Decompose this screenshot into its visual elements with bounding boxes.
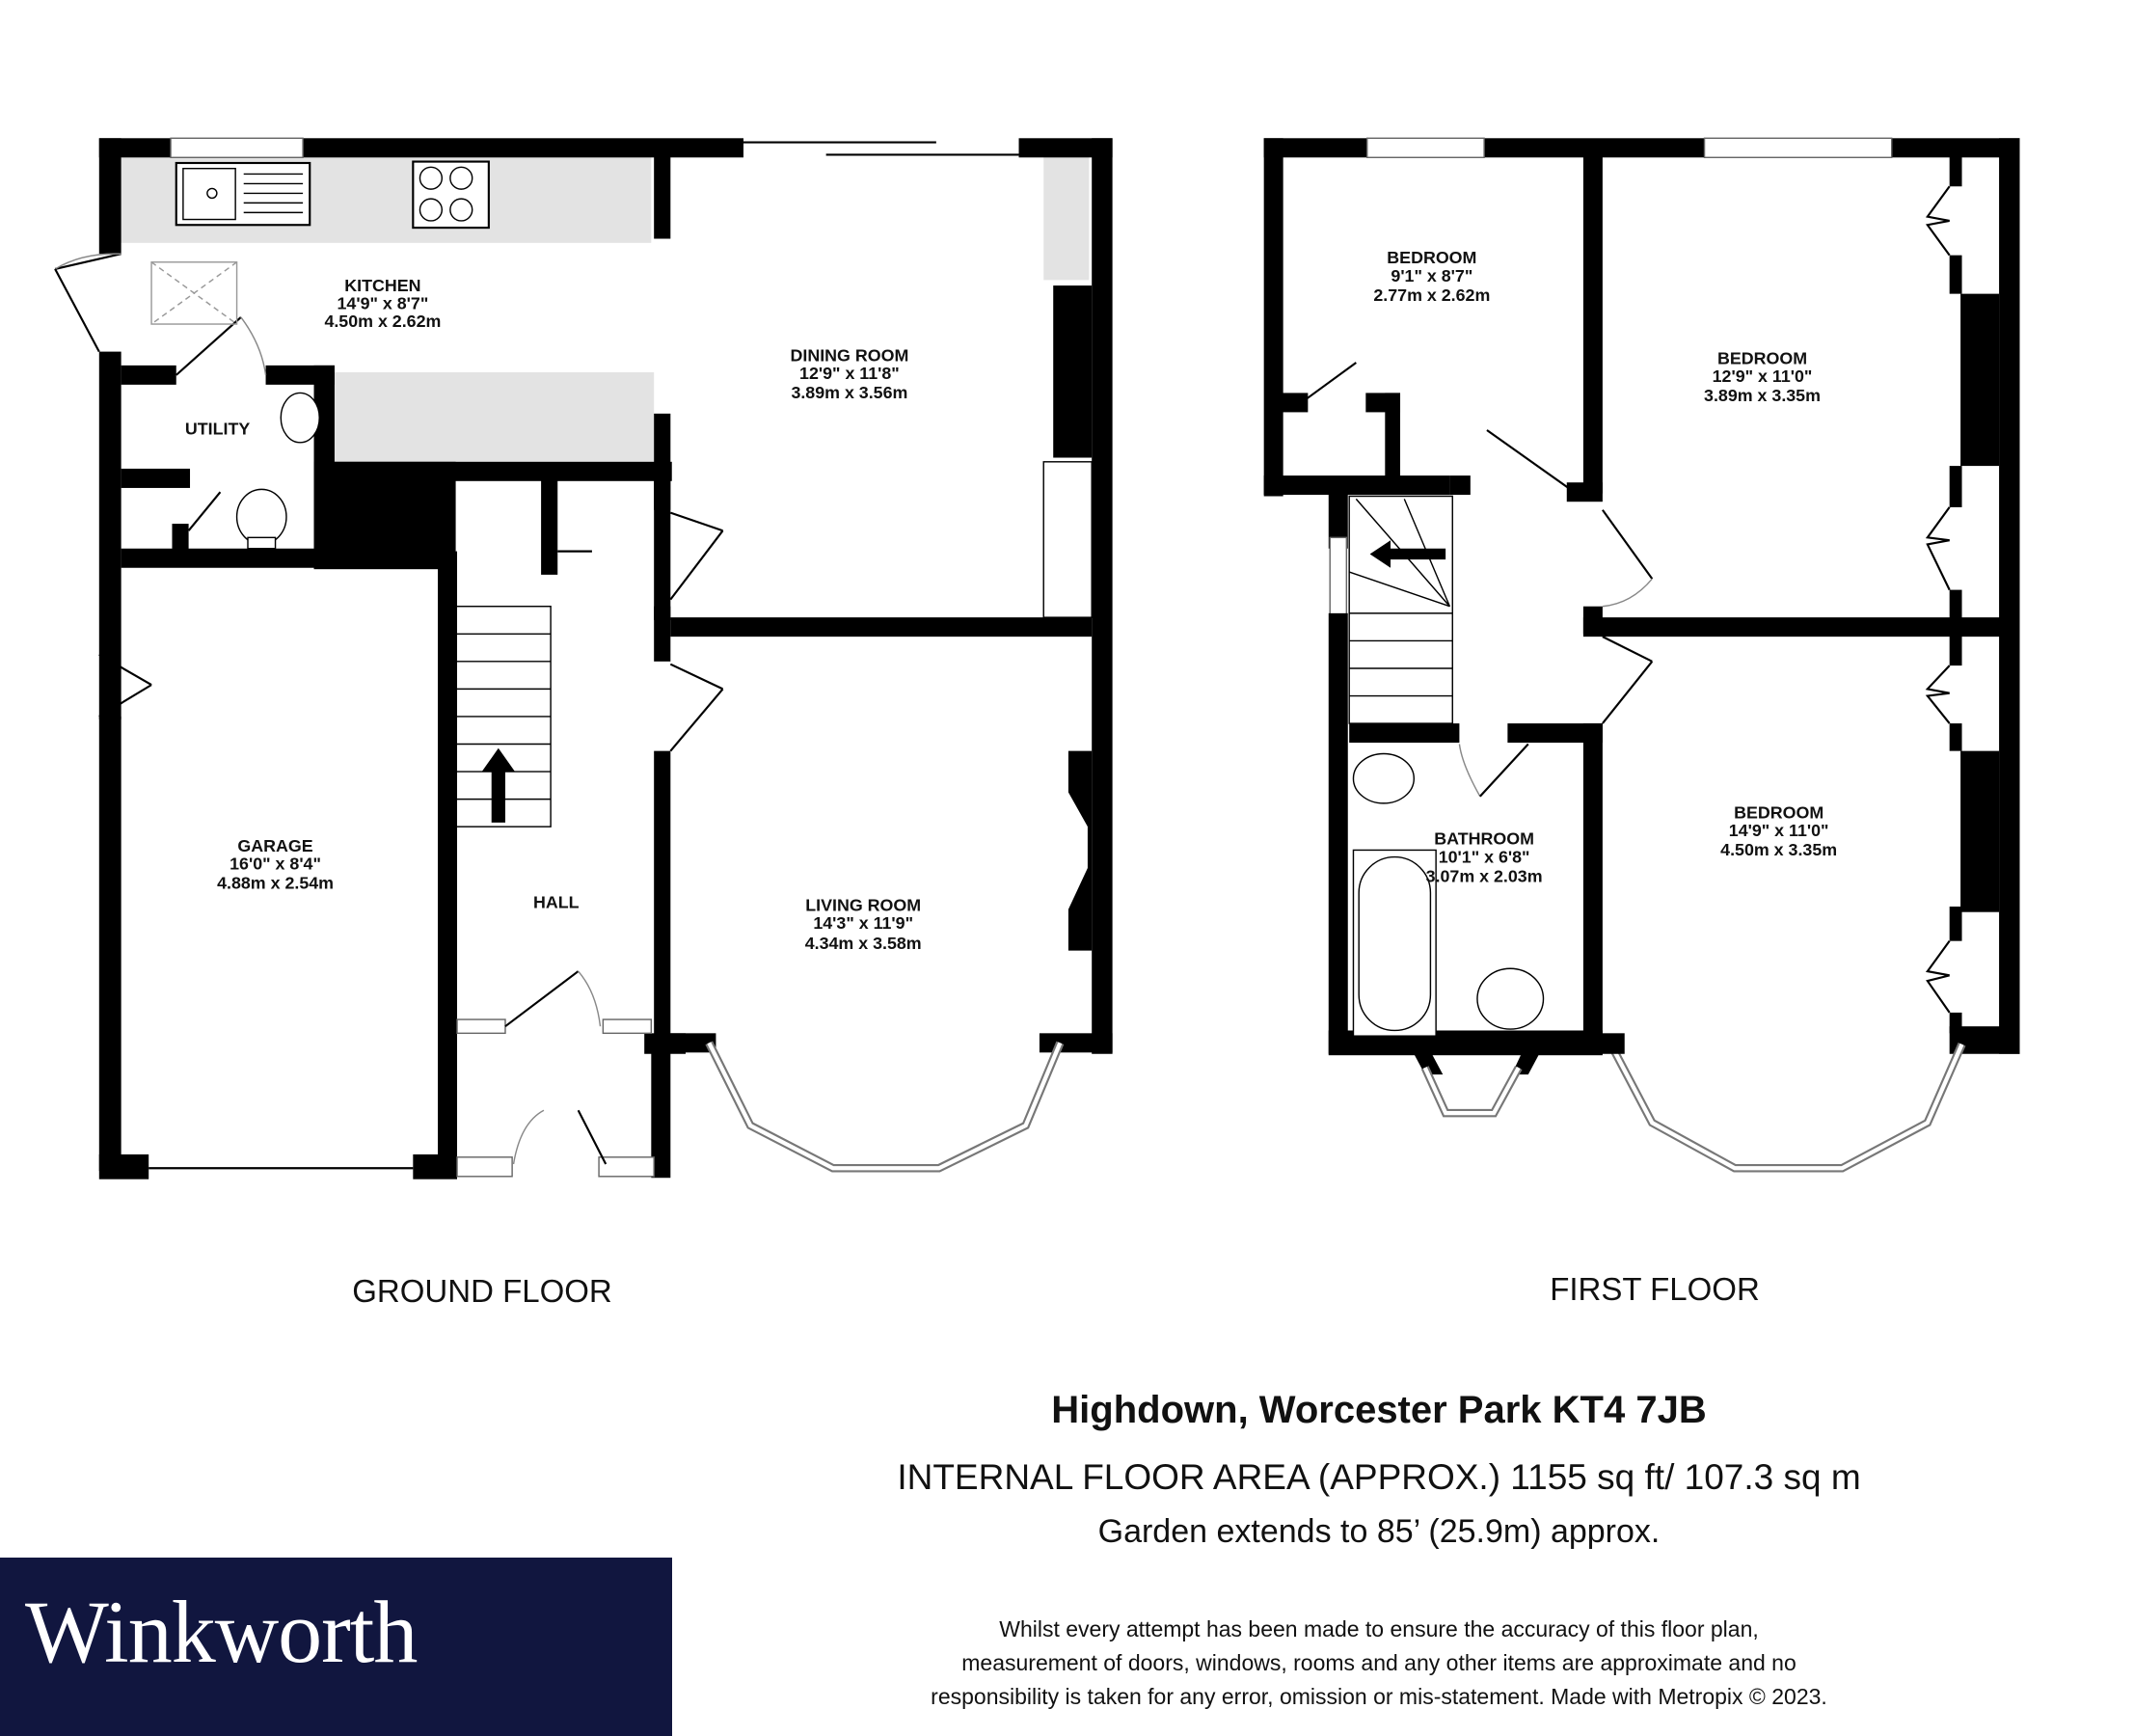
svg-text:4.34m x 3.58m: 4.34m x 3.58m bbox=[805, 934, 922, 953]
svg-text:14'9" x 8'7": 14'9" x 8'7" bbox=[338, 293, 429, 312]
disclaimer: Whilst every attempt has been made to en… bbox=[931, 1613, 1827, 1714]
svg-text:16'0" x 8'4": 16'0" x 8'4" bbox=[230, 854, 321, 873]
svg-text:LIVING ROOM: LIVING ROOM bbox=[805, 895, 921, 914]
room-label-bathroom: BATHROOM 10'1" x 6'8" 3.07m x 2.03m bbox=[1426, 829, 1543, 886]
garden-size: Garden extends to 85’ (25.9m) approx. bbox=[1097, 1513, 1661, 1550]
svg-text:BATHROOM: BATHROOM bbox=[1434, 829, 1534, 849]
svg-text:3.89m x 3.35m: 3.89m x 3.35m bbox=[1704, 386, 1821, 405]
brand-logo-panel: Winkworth bbox=[0, 1558, 672, 1736]
svg-text:3.89m x 3.56m: 3.89m x 3.56m bbox=[791, 383, 907, 402]
svg-text:14'9" x 11'0": 14'9" x 11'0" bbox=[1729, 821, 1829, 840]
brand-logo-text: Winkworth bbox=[25, 1583, 418, 1681]
svg-text:HALL: HALL bbox=[533, 892, 580, 911]
svg-text:4.50m x 2.62m: 4.50m x 2.62m bbox=[324, 312, 441, 331]
room-label-dining-room: DINING ROOM 12'9" x 11'8" 3.89m x 3.56m bbox=[791, 346, 909, 403]
first-floor-label: FIRST FLOOR bbox=[1550, 1271, 1760, 1307]
svg-text:14'3" x 11'9": 14'3" x 11'9" bbox=[813, 913, 913, 933]
svg-text:UTILITY: UTILITY bbox=[185, 419, 250, 438]
disclaimer-line: responsibility is taken for any error, o… bbox=[931, 1684, 1827, 1709]
svg-text:BEDROOM: BEDROOM bbox=[1734, 803, 1823, 823]
room-label-bedroom-1: BEDROOM 9'1" x 8'7" 2.77m x 2.62m bbox=[1373, 248, 1490, 305]
svg-text:BEDROOM: BEDROOM bbox=[1717, 348, 1807, 367]
svg-text:KITCHEN: KITCHEN bbox=[344, 276, 420, 295]
svg-text:2.77m x 2.62m: 2.77m x 2.62m bbox=[1373, 285, 1490, 305]
ground-floor-plan bbox=[54, 137, 1113, 1180]
svg-text:BEDROOM: BEDROOM bbox=[1387, 248, 1476, 267]
first-floor-plan bbox=[1263, 137, 2020, 1173]
svg-text:4.50m x 3.35m: 4.50m x 3.35m bbox=[1720, 840, 1837, 859]
svg-text:GARAGE: GARAGE bbox=[237, 836, 312, 855]
floor-area: INTERNAL FLOOR AREA (APPROX.) 1155 sq ft… bbox=[897, 1457, 1861, 1497]
disclaimer-line: measurement of doors, windows, rooms and… bbox=[961, 1650, 1796, 1675]
disclaimer-line: Whilst every attempt has been made to en… bbox=[999, 1616, 1759, 1641]
room-label-hall: HALL bbox=[533, 892, 580, 911]
svg-text:10'1" x 6'8": 10'1" x 6'8" bbox=[1439, 847, 1530, 866]
room-label-utility: UTILITY bbox=[185, 419, 250, 438]
ground-floor-label: GROUND FLOOR bbox=[352, 1273, 612, 1309]
room-label-garage: GARAGE 16'0" x 8'4" 4.88m x 2.54m bbox=[217, 836, 334, 893]
property-address: Highdown, Worcester Park KT4 7JB bbox=[1051, 1389, 1707, 1431]
svg-text:12'9" x 11'0": 12'9" x 11'0" bbox=[1713, 366, 1813, 386]
room-label-living-room: LIVING ROOM 14'3" x 11'9" 4.34m x 3.58m bbox=[805, 895, 922, 953]
svg-text:12'9" x 11'8": 12'9" x 11'8" bbox=[799, 364, 900, 383]
svg-text:9'1" x 8'7": 9'1" x 8'7" bbox=[1391, 266, 1472, 285]
room-label-bedroom-2: BEDROOM 12'9" x 11'0" 3.89m x 3.35m bbox=[1704, 348, 1821, 405]
room-label-bedroom-3: BEDROOM 14'9" x 11'0" 4.50m x 3.35m bbox=[1720, 803, 1837, 860]
svg-text:3.07m x 2.03m: 3.07m x 2.03m bbox=[1426, 866, 1543, 885]
room-label-kitchen: KITCHEN 14'9" x 8'7" 4.50m x 2.62m bbox=[324, 276, 441, 331]
svg-text:4.88m x 2.54m: 4.88m x 2.54m bbox=[217, 873, 334, 892]
svg-text:DINING ROOM: DINING ROOM bbox=[791, 346, 909, 366]
